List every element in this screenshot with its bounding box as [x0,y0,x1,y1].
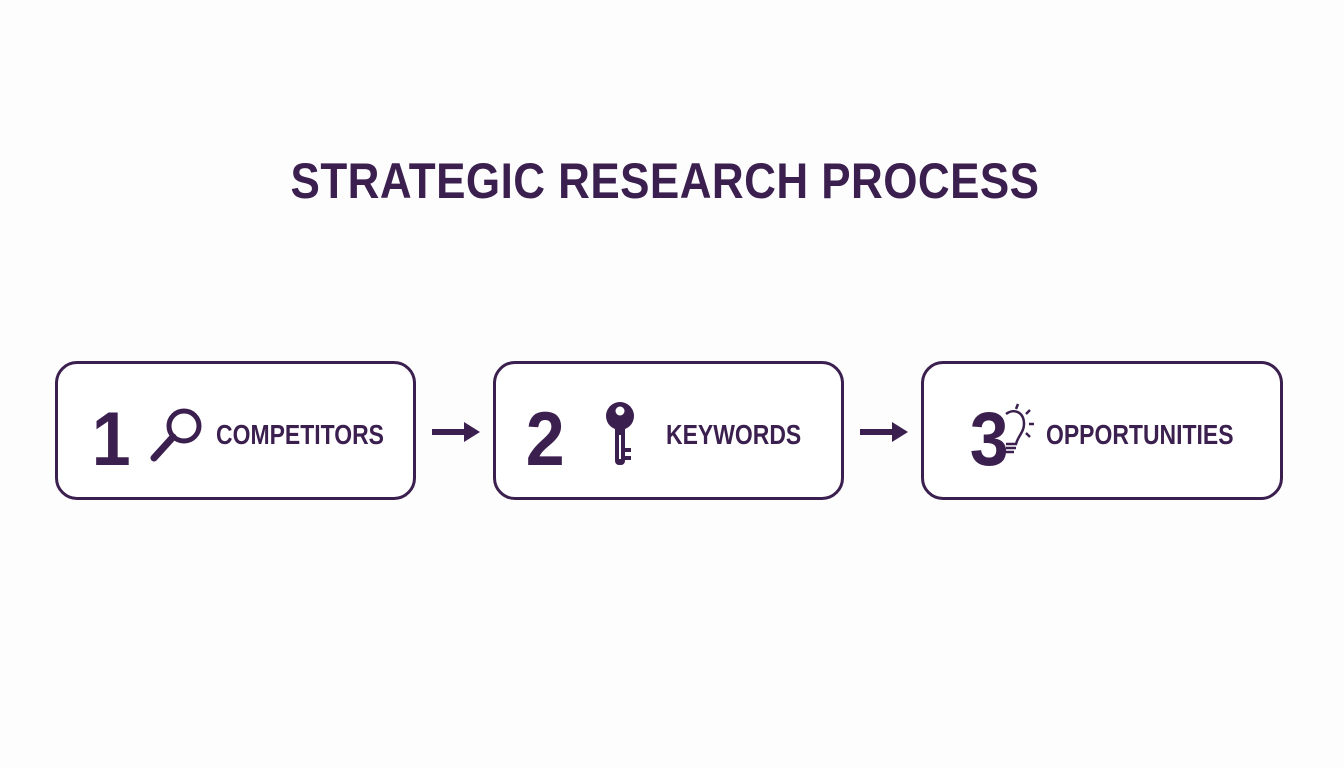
arrow-right-icon [432,422,480,442]
step-label: COMPETITORS [216,419,384,450]
step-label: OPPORTUNITIES [1046,419,1234,450]
step-keywords: 2 KEYWORDS [493,361,844,500]
step-label: KEYWORDS [666,419,802,450]
arrow-right-icon [860,422,908,442]
magnifying-glass-icon [150,408,202,462]
step-number: 1 [91,397,131,482]
lightbulb-icon [1005,403,1034,454]
step-number: 2 [525,397,565,482]
step-competitors: 1 COMPETITORS [55,361,416,500]
key-icon [606,402,634,465]
step-number: 3 [969,397,1009,482]
step-opportunities: 3 OPPORTUNITIES [921,361,1283,500]
diagram-title: STRATEGIC RESEARCH PROCESS [290,153,1040,209]
